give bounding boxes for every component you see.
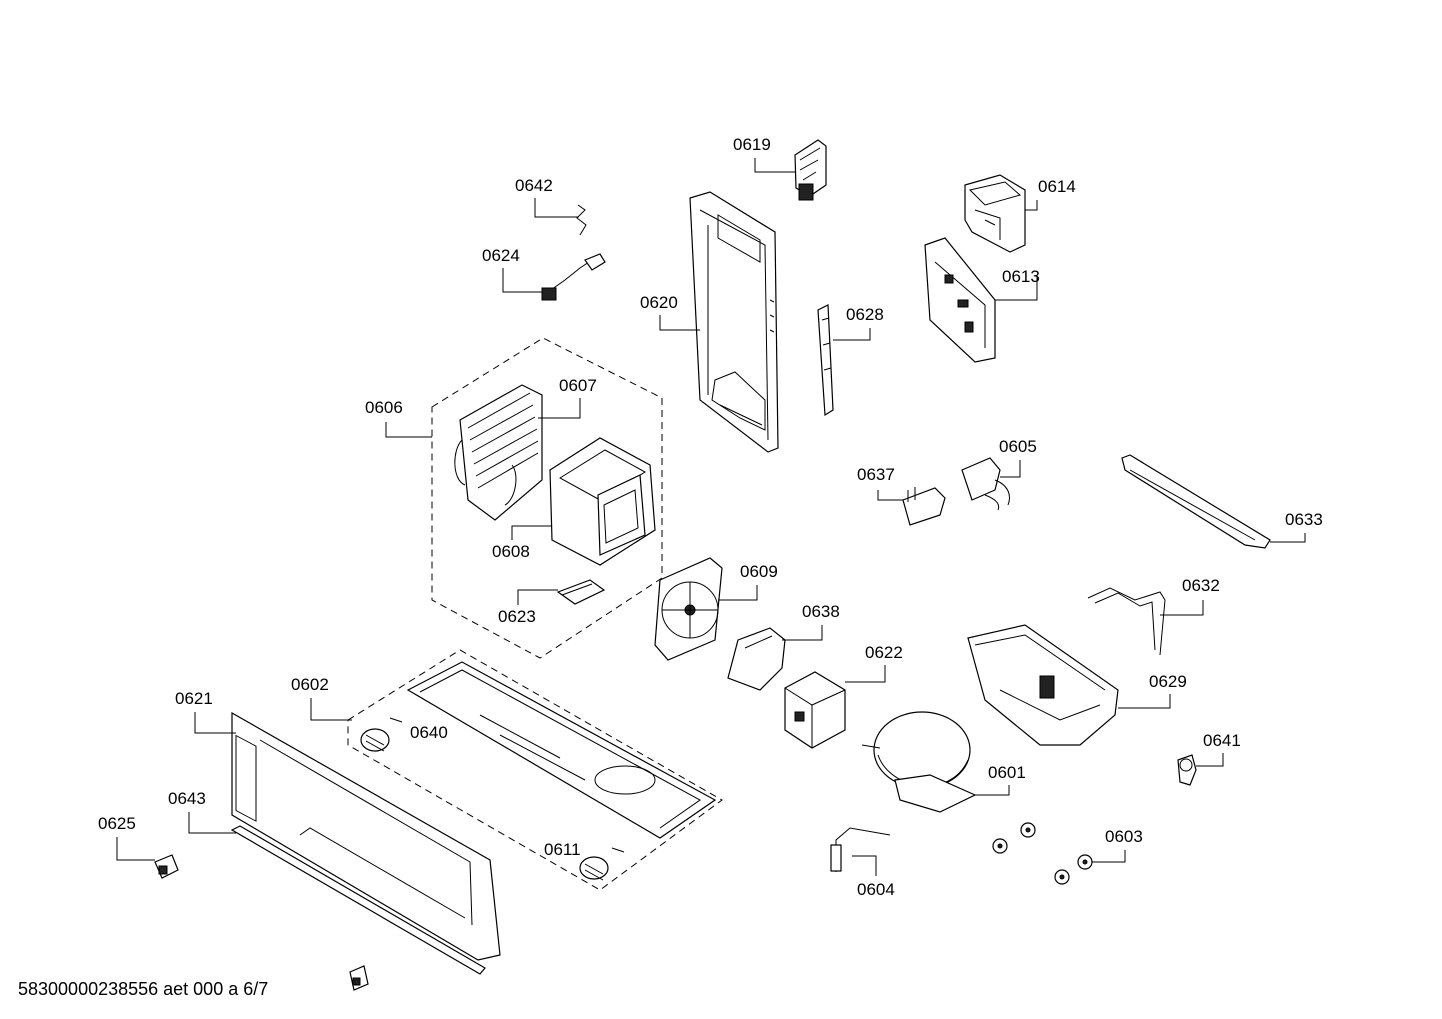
- part-0642: [576, 204, 587, 236]
- part-0633: [1121, 454, 1271, 549]
- part-0601: [861, 711, 977, 813]
- label-0602: 0602: [291, 675, 329, 694]
- label-0642: 0642: [515, 176, 553, 195]
- label-0637: 0637: [857, 465, 895, 484]
- label-0607: 0607: [559, 376, 597, 395]
- label-0608: 0608: [492, 542, 530, 561]
- label-0640: 0640: [410, 723, 448, 742]
- part-0611: [579, 847, 625, 881]
- part-0607: [454, 384, 543, 521]
- document-reference-footer: 58300000238556 aet 000 a 6/7: [18, 979, 269, 999]
- label-0638: 0638: [802, 602, 840, 621]
- label-0628: 0628: [846, 305, 884, 324]
- label-0611: 0611: [544, 840, 581, 859]
- label-0632: 0632: [1182, 576, 1220, 595]
- part-0641: [1177, 754, 1197, 786]
- label-0621: 0621: [175, 689, 213, 708]
- label-0629: 0629: [1149, 672, 1187, 691]
- label-0604: 0604: [857, 880, 895, 899]
- label-0613: 0613: [1002, 267, 1040, 286]
- label-0622: 0622: [865, 643, 903, 662]
- label-0603: 0603: [1105, 827, 1143, 846]
- part-0632: [1087, 587, 1166, 656]
- label-0605: 0605: [999, 437, 1037, 456]
- part-0622: [784, 671, 846, 749]
- part-0628: [817, 304, 834, 417]
- leader-lines: [116, 158, 1306, 876]
- part-0643: [230, 825, 486, 975]
- label-0619: 0619: [733, 135, 771, 154]
- part-0619: [794, 139, 827, 201]
- part-clip-bottom: [349, 965, 369, 991]
- label-0633: 0633: [1285, 510, 1323, 529]
- group-0602-outline: [347, 649, 723, 891]
- part-0602: [406, 661, 717, 839]
- part-labels: 0619 0614 0642 0624 0613 0620 0628 0607 …: [98, 135, 1323, 899]
- label-0620: 0620: [640, 293, 678, 312]
- label-0624: 0624: [482, 246, 520, 265]
- part-0608: [549, 437, 656, 566]
- part-0614: [964, 174, 1026, 253]
- part-0637: [902, 487, 946, 526]
- label-0643: 0643: [168, 789, 206, 808]
- label-0606: 0606: [365, 398, 403, 417]
- label-0614: 0614: [1038, 177, 1076, 196]
- part-0604: [830, 827, 891, 872]
- part-0623: [556, 579, 606, 605]
- label-0625: 0625: [98, 814, 136, 833]
- part-0625: [154, 854, 179, 879]
- part-0638: [727, 627, 786, 691]
- part-0603: [992, 822, 1093, 885]
- label-0623: 0623: [498, 607, 536, 626]
- part-0613: [924, 237, 996, 363]
- part-0629: [967, 624, 1119, 746]
- part-0620: [689, 191, 779, 453]
- label-0609: 0609: [740, 562, 778, 581]
- part-0640: [360, 717, 403, 752]
- part-0609: [654, 557, 723, 661]
- part-0624: [541, 253, 606, 301]
- label-0641: 0641: [1203, 731, 1241, 750]
- part-0621: [231, 711, 501, 961]
- group-0606-outline: [431, 337, 663, 659]
- label-0601: 0601: [988, 763, 1026, 782]
- part-0605: [961, 457, 1010, 511]
